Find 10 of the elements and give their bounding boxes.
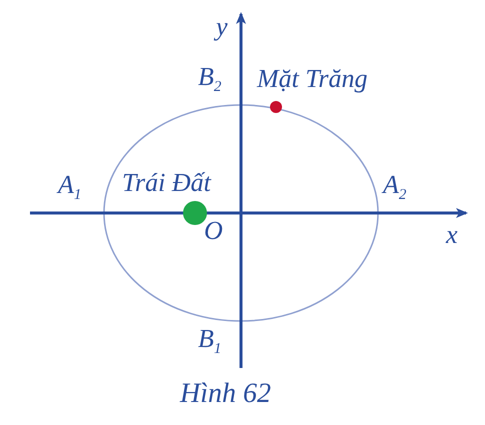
axis-label: x [446, 222, 458, 248]
point-label: Trái Đất [122, 170, 211, 196]
point-label: B$_{2}$ [198, 64, 222, 96]
point-label: Mặt Trăng [257, 66, 368, 92]
figure-caption: Hình 62 [180, 380, 271, 408]
point-label: A$_{1}$ [58, 172, 82, 204]
axis-label: y [216, 14, 228, 40]
point-label: A$_{2}$ [383, 172, 406, 204]
point-label: B$_{1}$ [198, 326, 222, 358]
origin-label: O [204, 218, 223, 244]
